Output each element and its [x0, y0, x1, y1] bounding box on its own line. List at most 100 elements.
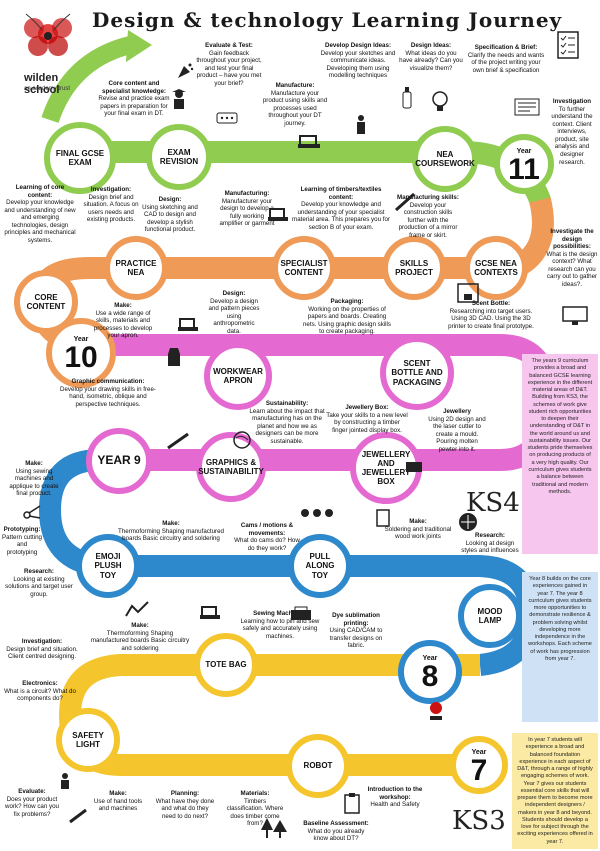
label-text: Using CAD/CAM to transfer designs on fab…	[329, 627, 383, 650]
label-title: Design:	[158, 196, 182, 203]
label-sewing-machines: Sewing Machines:Learning how to pin and …	[240, 610, 320, 640]
label-title: Manufacturing:	[224, 190, 270, 197]
label-title: Learning of timbers/textiles content:	[300, 186, 382, 201]
person-presenting-icon	[357, 115, 365, 134]
node-practice-nea[interactable]: Practice NEA	[104, 236, 168, 300]
node-emoji-plush-toy[interactable]: Emoji Plush Toy	[76, 534, 140, 598]
node-label: Safety Light	[72, 730, 104, 749]
label-text: Develop your knowledge and understanding…	[292, 201, 390, 231]
label-investigation-brief: Investigation:Design brief and situation…	[80, 186, 142, 224]
label-text: Pattern cutting and prototyping	[2, 533, 42, 556]
label-make-machines: Make:Using sewing machines and applique …	[6, 460, 62, 498]
label-text: Manufacture your product using skills an…	[262, 89, 328, 127]
label-text: Design brief and situation. A focus on u…	[83, 193, 139, 224]
label-text: Learning how to pin and sew safely and a…	[240, 617, 320, 640]
label-title: Dye sublimation printing:	[332, 612, 380, 627]
label-title: Make:	[25, 460, 43, 467]
node-pull-along-toy[interactable]: Pull Along Toy	[288, 534, 352, 598]
label-core-content-knowledge: Core content and specialist knowledge:Re…	[98, 80, 170, 118]
node-tote-bag[interactable]: Tote Bag	[194, 633, 258, 697]
party-popper-icon	[178, 63, 194, 78]
label-jewellery-box: Jewellery Box:Take your skills to a new …	[326, 404, 408, 434]
node-label: Year 9	[97, 453, 141, 468]
label-packaging: Packaging:Working on the properties of p…	[302, 298, 392, 336]
label-title: Graphic communication:	[71, 378, 145, 385]
node-label: GCSE NEA Contexts	[474, 258, 518, 277]
node-label: Skills Project	[395, 258, 433, 277]
label-text: Learn about the impact that manufacturin…	[249, 407, 325, 445]
label-investigate-possibilities: Investigate the design possibilities:Wha…	[546, 228, 598, 289]
node-workwear-apron[interactable]: Workwear Apron	[204, 342, 272, 410]
label-text: Gain feedback throughout your project, a…	[196, 49, 262, 87]
cam-mechanism-icon	[301, 509, 333, 517]
node-label: Tote Bag	[205, 660, 247, 670]
label-text: To further understand the context. Clien…	[551, 105, 593, 166]
node-mood-lamp[interactable]: Mood Lamp	[458, 584, 522, 648]
label-evaluate-y7: Evaluate:Does your product work? How can…	[2, 788, 62, 818]
label-text: Take your skills to a new level by const…	[326, 411, 408, 434]
label-title: Baseline Assessment:	[303, 820, 369, 827]
info-box-year-7: In year 7 students will experience a bro…	[512, 733, 598, 849]
node-robot[interactable]: Robot	[286, 734, 350, 798]
label-title: Manufacturing skills:	[397, 194, 459, 201]
label-title: Introduction to the workshop:	[367, 786, 423, 801]
label-design-pattern: Design:Develop a design and pattern piec…	[208, 290, 260, 335]
label-title: Sewing Machines:	[253, 610, 307, 617]
label-graphic-comm: Graphic communication:Develop your drawi…	[60, 378, 156, 408]
label-text: Thermoforming Shaping manufactured board…	[118, 527, 224, 543]
sewing-machine-icon	[178, 318, 198, 331]
node-gcse-nea-contexts[interactable]: GCSE NEA Contexts	[464, 236, 528, 300]
sewing-machine-icon	[298, 135, 320, 148]
label-title: Make:	[409, 518, 427, 525]
sewing-machine-icon	[200, 606, 220, 619]
label-develop-ideas: Develop Design Ideas:Develop your sketch…	[318, 42, 398, 80]
label-research-existing: Research:Looking at existing solutions a…	[4, 568, 74, 598]
node-exam-revision[interactable]: Exam Revision	[146, 124, 212, 190]
label-title: Make:	[162, 520, 180, 527]
label-research-styles: Research:Looking at design styles and in…	[458, 532, 522, 555]
label-timbers-textiles: Learning of timbers/textiles content:Dev…	[290, 186, 392, 231]
clipboard-icon	[344, 793, 360, 814]
label-title: Learning of core content:	[15, 184, 65, 199]
node-label: Workwear Apron	[213, 366, 263, 385]
node-skills-project[interactable]: Skills Project	[382, 236, 446, 300]
label-text: Looking at design styles and influences	[461, 539, 519, 555]
label-text: What ideas do you have already? Can you …	[399, 49, 463, 72]
label-text: Soldering and traditional wood work join…	[384, 525, 452, 541]
node-specialist-content[interactable]: Specialist Content	[272, 236, 336, 300]
label-text: Looking at existing solutions and target…	[5, 575, 73, 598]
feedback-chat-icon	[216, 112, 238, 124]
label-text: Clarify the needs and wants of the proje…	[467, 51, 545, 74]
info-box-year-9: The years 9 curriculum provides a broad …	[522, 354, 598, 554]
laser-cutter-icon	[406, 462, 422, 472]
person-icon	[61, 773, 69, 789]
label-text: What is a circuit? What do components do…	[4, 687, 76, 703]
label-text: Manufacturer your design to develop a fu…	[219, 197, 275, 228]
node-scent-bottle[interactable]: Scent Bottle and Packaging	[380, 336, 454, 410]
monitor-icon	[562, 306, 588, 325]
node-final-gcse-exam[interactable]: Final GCSE Exam	[44, 122, 116, 194]
node-safety-light[interactable]: Safety Light	[56, 708, 120, 772]
label-text: Working on the properties of papers and …	[302, 305, 392, 336]
label-text: What do cams do? How do they work?	[234, 537, 300, 552]
label-text: Use a wide range of skills, materials an…	[93, 309, 153, 340]
label-title: Make:	[131, 622, 149, 629]
trees-icon	[261, 818, 287, 838]
label-title: Sustainability:	[265, 400, 309, 407]
label-text: Develop your sketches and communicate id…	[320, 49, 396, 80]
node-nea-coursework[interactable]: NEA Coursework	[412, 126, 478, 192]
label-cams: Cams / motions & movements:What do cams …	[232, 522, 302, 552]
label-scent-bottle: Scent Bottle:Researching into target use…	[448, 300, 534, 330]
node-year-9[interactable]: Year 9	[86, 428, 152, 494]
label-title: Cams / motions & movements:	[240, 522, 294, 537]
bottle-icon	[402, 87, 412, 109]
label-title: Planning:	[170, 790, 200, 797]
pattern-texture-icon	[459, 513, 477, 531]
node-graphics-sustainability[interactable]: Graphics & Sustainability	[196, 432, 266, 502]
node-label: Scent Bottle and Packaging	[391, 359, 443, 387]
school-logo-small-icon	[430, 702, 442, 720]
